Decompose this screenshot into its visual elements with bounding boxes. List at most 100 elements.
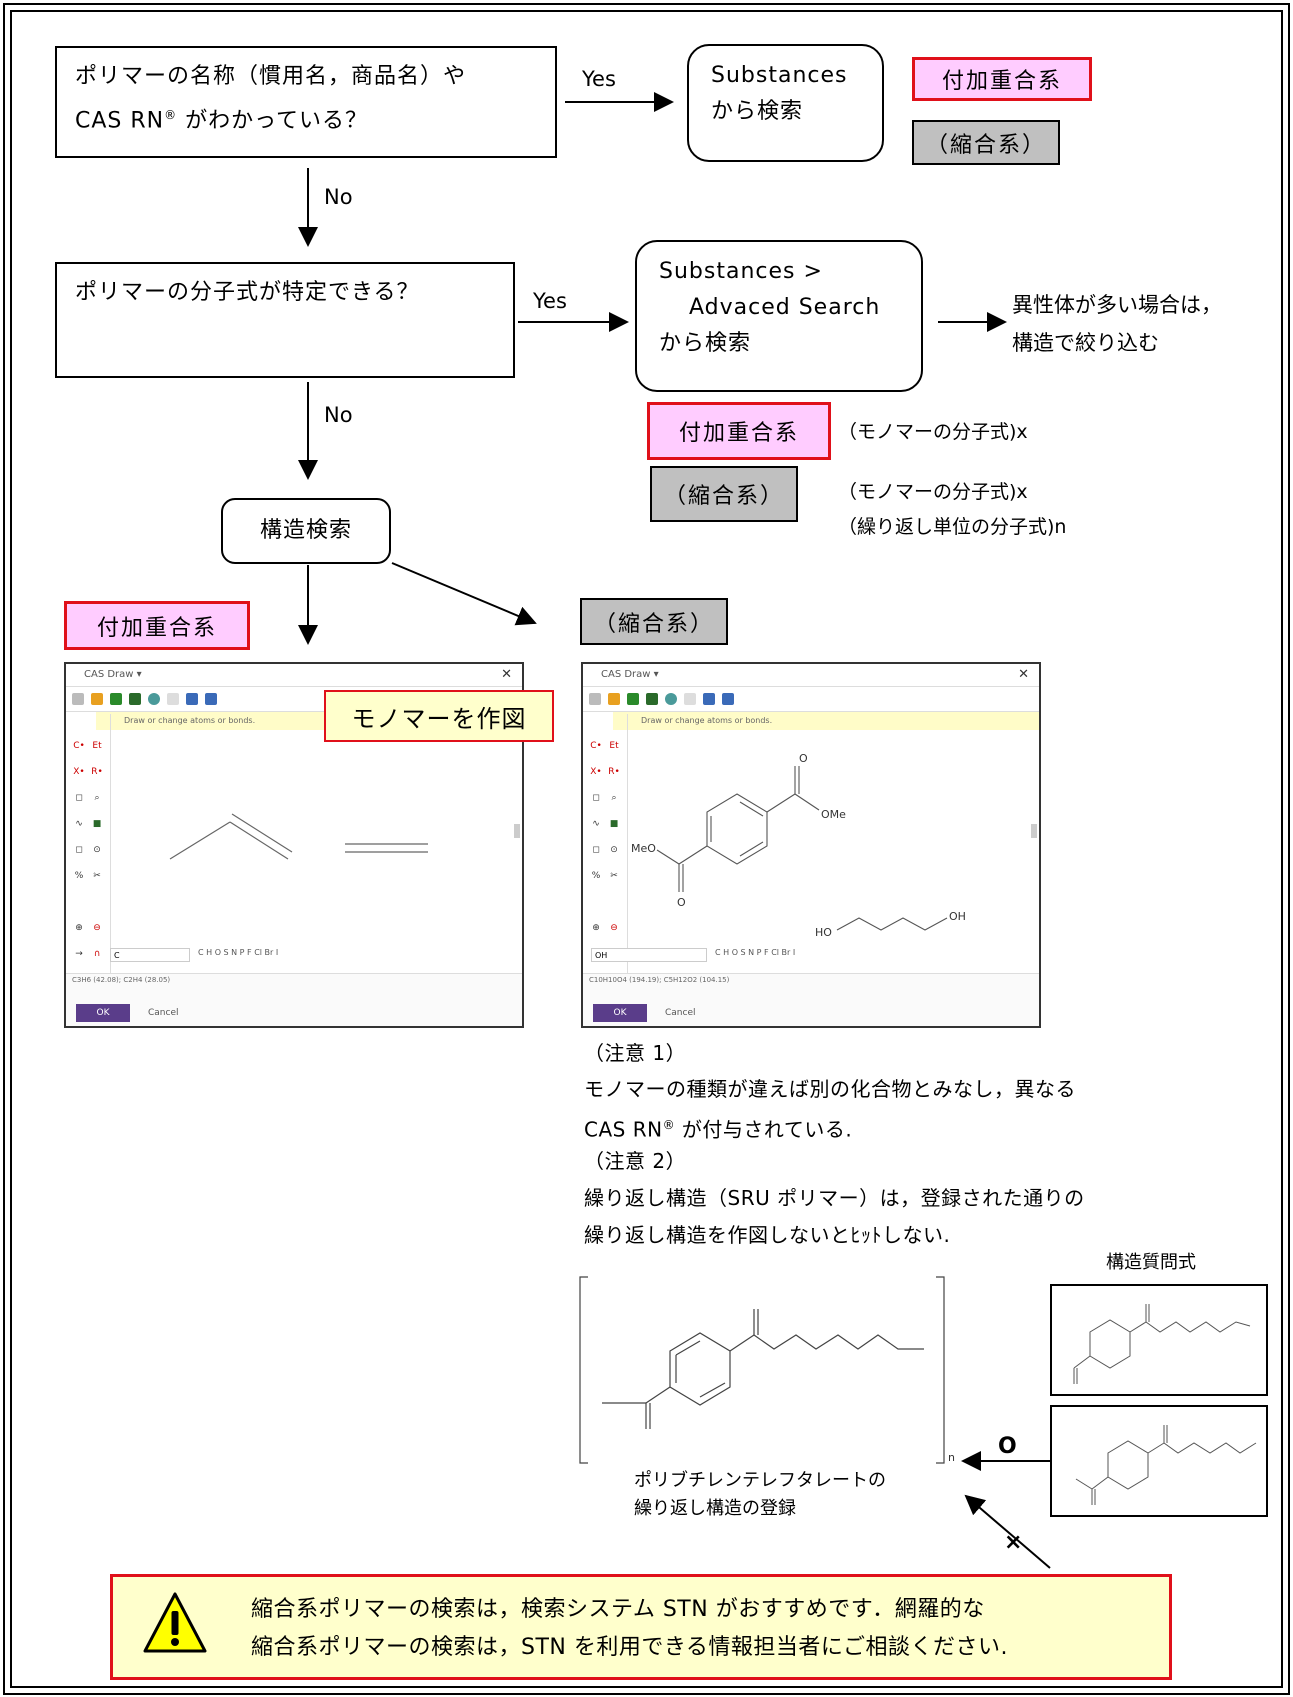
note-2-title: （注意 2）	[584, 1149, 687, 1173]
result-1-line-2: から検索	[711, 99, 804, 124]
save-icon-2[interactable]	[646, 693, 658, 705]
x-atom-tool-2[interactable]: X•	[590, 767, 602, 777]
redo-icon[interactable]	[205, 693, 217, 705]
bracket-tool[interactable]: ∩	[93, 949, 101, 959]
template-icon[interactable]	[91, 693, 103, 705]
warning-line-1: 縮合系ポリマーの検索は，検索システム STN がおすすめです．網羅的な	[251, 1597, 985, 1622]
ring-tool-2[interactable]: ■	[609, 819, 619, 829]
lasso2-tool[interactable]: ⊙	[93, 845, 101, 855]
r-group-tool-2[interactable]: R•	[608, 767, 620, 777]
select-tool-icon-2[interactable]	[589, 693, 601, 705]
yes-label-2: Yes	[533, 289, 567, 313]
result-1-line-1: Substances	[711, 63, 848, 88]
c-atom-tool-2[interactable]: C•	[590, 741, 602, 751]
atom-input-2[interactable]: OH	[591, 948, 707, 962]
plus-charge-tool[interactable]: ⊕	[75, 923, 83, 933]
erase-tool[interactable]: %	[74, 871, 84, 881]
cut-tool[interactable]: ✂	[93, 871, 101, 881]
lasso2-tool-2[interactable]: ⊙	[610, 845, 618, 855]
structure-search-box: 構造検索	[221, 498, 391, 564]
result-advanced-search: Substances > Advaced Search から検索	[635, 240, 923, 392]
chain-tool-2[interactable]: ∿	[592, 819, 600, 829]
formula-readout: C3H6 (42.08); C2H4 (28.05)	[72, 976, 171, 984]
question-name-known: ポリマーの名称（慣用名，商品名）や CAS RN® がわかっている？	[55, 46, 557, 158]
result-2-line-1: Substances >	[659, 259, 823, 284]
zoom-tool[interactable]: ⌕	[94, 793, 100, 803]
outer-frame	[3, 3, 1290, 1695]
formula-note-addition: （モノマーの分子式)x	[838, 421, 1028, 443]
cas-draw-left-tools: C• Et X• R• ◻ ⌕ ∿ ■ ◻ ⊙ % ✂ ⊕ ⊖ → ∩	[66, 714, 111, 976]
save-icon[interactable]	[129, 693, 141, 705]
minus-charge-tool-2[interactable]: ⊖	[610, 923, 618, 933]
result-2-line-2: Advaced Search	[689, 295, 881, 320]
r-group-tool[interactable]: R•	[91, 767, 103, 777]
oxygen-label-1: O	[799, 752, 808, 765]
ring-tool[interactable]: ■	[92, 819, 102, 829]
template-icon-2[interactable]	[608, 693, 620, 705]
cas-draw-hint: Draw or change atoms or bonds.	[124, 716, 256, 725]
query-structure-correct	[1050, 1284, 1268, 1396]
clean-icon[interactable]	[148, 693, 160, 705]
undo-icon-2[interactable]	[703, 693, 715, 705]
note-1-line-2: CAS RN® が付与されている.	[584, 1117, 853, 1142]
c-atom-tool[interactable]: C•	[73, 741, 85, 751]
question-1-line-2: CAS RN® がわかっている？	[75, 108, 369, 134]
clean-icon-2[interactable]	[665, 693, 677, 705]
pbt-repeating-unit-structure: n	[579, 1276, 955, 1464]
select-rect-tool-2[interactable]: ◻	[592, 793, 600, 803]
atom-palette-2[interactable]: C H O S N P F Cl Br I	[715, 948, 796, 957]
note-2-line-1: 繰り返し構造（SRU ポリマー）は，登録された通りの	[584, 1186, 1085, 1210]
warning-icon	[143, 1592, 207, 1653]
oh-label: OH	[949, 910, 966, 923]
x-atom-tool[interactable]: X•	[73, 767, 85, 777]
condensation-monomers-drawing: O OMe MeO O HO OH	[631, 752, 1037, 939]
cas-draw-hint-2: Draw or change atoms or bonds.	[641, 716, 773, 725]
lasso-tool-2[interactable]: ◻	[592, 845, 600, 855]
arrow-tool[interactable]: →	[75, 949, 83, 959]
close-icon[interactable]: ✕	[501, 667, 512, 682]
ring-icon-2[interactable]	[627, 693, 639, 705]
zoom-icon[interactable]	[167, 693, 179, 705]
cas-draw-condensation-screenshot: CAS Draw ▾✕ Draw or change atoms or bond…	[581, 662, 1041, 1028]
atom-palette[interactable]: C H O S N P F Cl Br I	[198, 948, 279, 957]
close-icon-2[interactable]: ✕	[1018, 667, 1029, 682]
erase-tool-2[interactable]: %	[591, 871, 601, 881]
question-formula-known: ポリマーの分子式が特定できる？	[55, 262, 515, 378]
isomer-note-line-2: 構造で絞り込む	[1012, 331, 1159, 355]
ho-label: HO	[815, 926, 832, 939]
question-1-line-1: ポリマーの名称（慣用名，商品名）や	[75, 64, 467, 89]
zoom-icon-2[interactable]	[684, 693, 696, 705]
cas-draw-toolbar-2	[583, 687, 1039, 712]
lasso-tool[interactable]: ◻	[75, 845, 83, 855]
callout-draw-monomer: モノマーを作図	[324, 690, 554, 742]
warning-line-2: 縮合系ポリマーの検索は，STN を利用できる情報担当者にご相談ください.	[251, 1635, 1008, 1660]
et-tool-2[interactable]: Et	[609, 741, 619, 751]
undo-icon[interactable]	[186, 693, 198, 705]
pbt-caption-line-1: ポリブチレンテレフタレートの	[634, 1470, 886, 1491]
tag-condensation-polymer-3: （縮合系）	[580, 598, 728, 645]
select-rect-tool[interactable]: ◻	[75, 793, 83, 803]
cancel-button[interactable]: Cancel	[148, 1008, 179, 1018]
oxygen-label-2: O	[677, 896, 686, 909]
ok-button[interactable]: OK	[76, 1004, 130, 1022]
redo-icon-2[interactable]	[722, 693, 734, 705]
select-tool-icon[interactable]	[72, 693, 84, 705]
et-tool[interactable]: Et	[92, 741, 102, 751]
cut-tool-2[interactable]: ✂	[610, 871, 618, 881]
ring-icon[interactable]	[110, 693, 122, 705]
minus-charge-tool[interactable]: ⊖	[93, 923, 101, 933]
query-structure-incorrect	[1050, 1405, 1268, 1517]
result-substances-search: Substances から検索	[687, 44, 884, 162]
ok-button-2[interactable]: OK	[593, 1004, 647, 1022]
atom-input[interactable]: C	[110, 948, 190, 962]
cas-draw-toolbar	[66, 687, 522, 712]
formula-readout-2: C10H10O4 (194.19); C5H12O2 (104.15)	[589, 976, 730, 984]
inner-frame	[10, 10, 1283, 1688]
cancel-button-2[interactable]: Cancel	[665, 1008, 696, 1018]
match-no-mark: ×	[1004, 1530, 1023, 1555]
plus-charge-tool-2[interactable]: ⊕	[592, 923, 600, 933]
cas-draw-left-tools-2: C• Et X• R• ◻ ⌕ ∿ ■ ◻ ⊙ % ✂ ⊕ ⊖ → ∩	[583, 714, 628, 976]
zoom-tool-2[interactable]: ⌕	[611, 793, 617, 803]
chain-tool[interactable]: ∿	[75, 819, 83, 829]
tag-addition-polymer-2: 付加重合系	[647, 402, 831, 460]
